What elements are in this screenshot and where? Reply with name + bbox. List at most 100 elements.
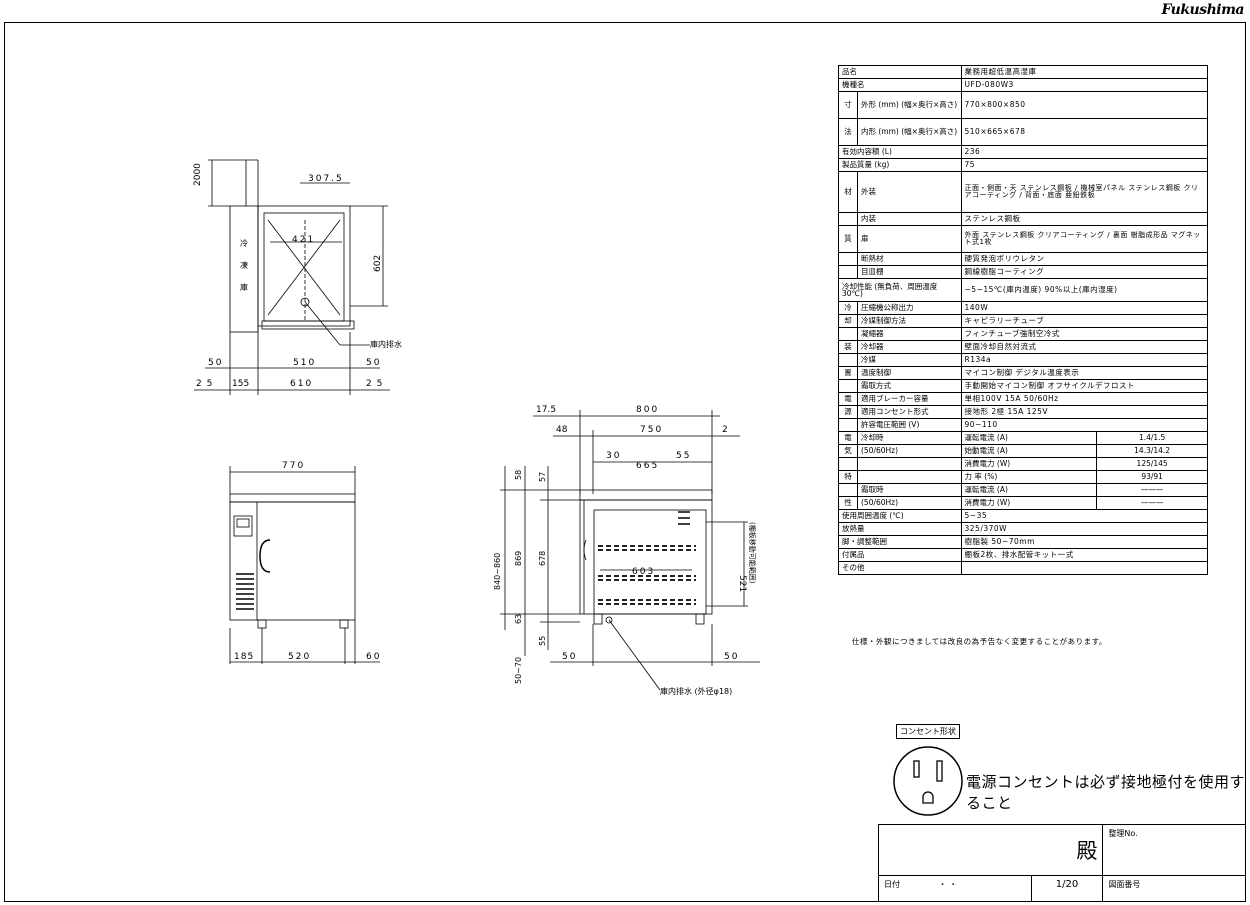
spec-row: 冷却性能 (無負荷、周囲温度30℃) −5~15℃(庫内温度) 90%以上(庫内… xyxy=(838,278,1209,302)
elec-item: 消費電力 (W) xyxy=(960,496,1098,510)
spec-label: 許容電圧範囲 (V) xyxy=(857,418,962,432)
spec-value: 手動開始マイコン制御 オフサイクルデフロスト xyxy=(960,379,1209,393)
elec-value: ——— xyxy=(1096,496,1208,510)
dim-label: 50 xyxy=(208,358,223,368)
spec-row: 源 適用コンセント形式 接地形 2極 15A 125V xyxy=(838,405,1209,419)
dim-width: 770 xyxy=(282,461,305,471)
dono-label: 殿 xyxy=(877,824,1104,876)
spec-row: 却 冷媒制御方法 キャピラリーチューブ xyxy=(838,314,1209,328)
dim-label: 155 xyxy=(232,379,249,389)
side-label-char: 庫 xyxy=(240,282,248,292)
spec-group: 却 xyxy=(838,314,858,328)
side-label-char: 凍 xyxy=(240,260,248,270)
spec-row: 脚・調整範囲 樹脂製 50~70mm xyxy=(838,535,1209,549)
spec-label: 冷媒 xyxy=(857,353,962,367)
spec-label: 放熱量 xyxy=(838,522,962,536)
spec-row: 霜取時 運転電流 (A) ——— xyxy=(838,483,1208,497)
side-view xyxy=(500,410,760,691)
elec-item: 消費電力 (W) xyxy=(960,457,1098,471)
dim-label: 610 xyxy=(290,379,313,389)
spec-label: 適用ブレーカー容量 xyxy=(857,392,962,406)
side-label-char: 冷 xyxy=(240,238,248,248)
drain-label: 庫内排水 (外径φ18) xyxy=(660,686,732,696)
spec-group: 電 xyxy=(838,431,858,445)
spec-group: 材 xyxy=(838,171,858,213)
spec-row: 装 冷却器 壁面冷却自然対流式 xyxy=(838,340,1209,354)
spec-row: 性 (50/60Hz) 消費電力 (W) ——— xyxy=(838,496,1208,510)
spec-row: 霜取方式 手動開始マイコン制御 オフサイクルデフロスト xyxy=(838,379,1209,393)
spec-row: 冷 圧縮機公称出力 140W xyxy=(838,301,1209,315)
spec-value: 75 xyxy=(960,158,1209,172)
spec-row: 断熱材 硬質発泡ポリウレタン xyxy=(838,252,1209,266)
spec-row: 目皿棚 鋼線樹脂コーティング xyxy=(838,265,1209,279)
spec-value: 棚板2枚、排水配管キット一式 xyxy=(960,548,1209,562)
dim-height-total: 2000 xyxy=(193,163,203,186)
dim-label: 60 xyxy=(366,652,381,662)
dim-label: 50~70 xyxy=(514,657,523,684)
dim-label: 840~860 xyxy=(493,553,502,590)
spec-label: 付属品 xyxy=(838,548,962,562)
dim-label: 678 xyxy=(538,551,547,566)
spec-label: 凝縮器 xyxy=(857,327,962,341)
spec-group: 気 xyxy=(838,444,858,458)
spec-group: 特 xyxy=(838,470,858,484)
spec-label: 適用コンセント形式 xyxy=(857,405,962,419)
drain-label: 庫内排水 xyxy=(370,339,402,349)
spec-row: 付属品 棚板2枚、排水配管キット一式 xyxy=(838,548,1209,562)
spec-value: 770×800×850 xyxy=(960,91,1209,119)
dim-label: 58 xyxy=(514,470,523,480)
spec-row: 消費電力 (W) 125/145 xyxy=(838,457,1208,471)
spec-value: 正面・側面・天 ステンレス鋼板 / 機械室パネル ステンレス鋼板 クリアコーティ… xyxy=(960,171,1209,213)
dim-label: 57 xyxy=(538,472,547,482)
title-block: 殿 整理No. 日付 ・ ・ 1/20 図面番号 xyxy=(877,824,1246,902)
elec-item: 始動電流 (A) xyxy=(960,444,1098,458)
outlet-note: 電源コンセントは必ず接地極付を使用すること xyxy=(966,773,1246,812)
spec-label: 冷却性能 (無負荷、周囲温度30℃) xyxy=(838,278,962,302)
dim-right-note: (棚板移動可能範囲) xyxy=(748,522,757,584)
elec-value: 125/145 xyxy=(1096,457,1208,471)
dim-label: 55 xyxy=(676,451,691,461)
spec-row: 気 (50/60Hz) 始動電流 (A) 14.3/14.2 xyxy=(838,444,1208,458)
spec-value: −5~15℃(庫内温度) 90%以上(庫内湿度) xyxy=(960,278,1209,302)
spec-value: ステンレス鋼板 xyxy=(960,212,1209,226)
dim-label: 185 xyxy=(234,652,254,662)
dim-label: 2 5 xyxy=(366,379,383,389)
spec-label: 使用周囲温度 (℃) xyxy=(838,509,962,523)
spec-row: 放熱量 325/370W xyxy=(838,522,1209,536)
spec-group: 装 xyxy=(838,340,858,354)
spec-label: 扉 xyxy=(857,225,962,253)
elec-item: 運転電流 (A) xyxy=(960,431,1098,445)
spec-label: 断熱材 xyxy=(857,252,962,266)
dim-label: 50 xyxy=(366,358,381,368)
dim-label: 63 xyxy=(514,614,523,624)
spec-value: 90~110 xyxy=(960,418,1209,432)
spec-row: 冷媒 R134a xyxy=(838,353,1209,367)
spec-label: 温度制御 xyxy=(857,366,962,380)
spec-label: 霜取時 xyxy=(857,483,962,497)
spec-group: 源 xyxy=(838,405,858,419)
spec-label: 冷却器 xyxy=(857,340,962,354)
dim-label: 510 xyxy=(293,358,316,368)
spec-value: 236 xyxy=(960,145,1209,159)
spec-value: 140W xyxy=(960,301,1209,315)
spec-value: 壁面冷却自然対流式 xyxy=(960,340,1209,354)
scale-field: 1/20 xyxy=(1030,875,1104,902)
dim-label: 520 xyxy=(288,652,311,662)
spec-value: 樹脂製 50~70mm xyxy=(960,535,1209,549)
plan-view xyxy=(229,466,380,664)
dim-label: 48 xyxy=(556,425,568,435)
spec-row: 製品質量 (kg) 75 xyxy=(838,158,1209,172)
zumen-no-label: 図面番号 xyxy=(1102,875,1246,902)
spec-label: 冷却時 xyxy=(857,431,962,445)
dim-label: 50 xyxy=(562,652,577,662)
spec-label: (50/60Hz) xyxy=(857,444,962,458)
spec-value: マイコン制御 デジタル温度表示 xyxy=(960,366,1209,380)
spec-row: 置 温度制御 マイコン制御 デジタル温度表示 xyxy=(838,366,1209,380)
dim-label: 307.5 xyxy=(308,174,344,184)
spec-label: 内形 (mm) (幅×奥行×高さ) xyxy=(857,118,962,146)
spec-label: 品名 xyxy=(838,65,962,79)
elec-item: 運転電流 (A) xyxy=(960,483,1098,497)
front-view xyxy=(194,159,390,395)
spec-row: 質 扉 外面 ステンレス鋼板 クリアコーティング / 裏面 樹脂成形品 マグネッ… xyxy=(838,225,1209,253)
spec-value: キャピラリーチューブ xyxy=(960,314,1209,328)
